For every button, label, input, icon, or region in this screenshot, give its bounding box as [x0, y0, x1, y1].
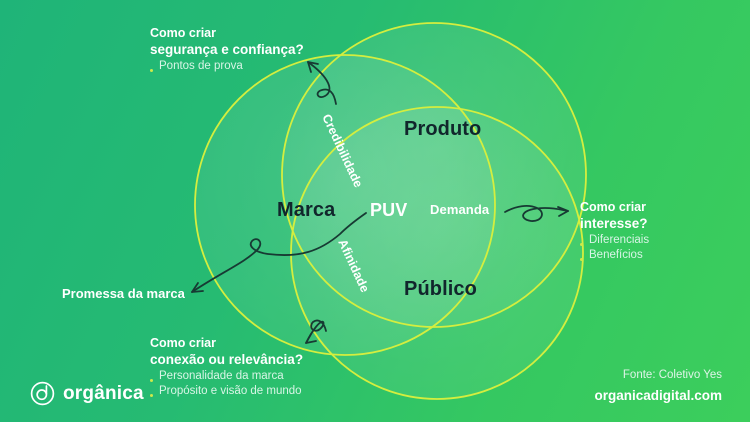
- callout-connection: Como criar conexão ou relevância? Person…: [150, 336, 303, 399]
- list-item: Diferenciais: [580, 233, 649, 248]
- list-item: Personalidade da marca: [150, 369, 303, 384]
- arrow-to-interest-callout: [504, 205, 569, 222]
- list-item: Benefícios: [580, 248, 649, 263]
- callout-interest-line1: Como criar: [580, 200, 646, 214]
- callout-interest-line2: interesse?: [580, 216, 648, 231]
- callout-credibility-list: Pontos de prova: [150, 59, 304, 74]
- callout-credibility-line2: segurança e confiança?: [150, 42, 304, 57]
- callout-connection-line2: conexão ou relevância?: [150, 352, 304, 367]
- arrow-head-promise: [191, 282, 204, 293]
- venn-label-produto: Produto: [404, 118, 482, 140]
- callout-credibility-line1: Como criar: [150, 26, 216, 40]
- arrow-to-credibility-callout: [307, 61, 337, 105]
- arrow-head-connection: [305, 333, 317, 344]
- credit-block: Fonte: Coletivo Yes organicadigital.com: [594, 367, 722, 405]
- callout-credibility: Como criar segurança e confiança? Pontos…: [150, 26, 304, 74]
- promise-label: Promessa da marca: [62, 286, 185, 301]
- callout-connection-line1: Como criar: [150, 336, 216, 350]
- venn-label-marca: Marca: [277, 199, 336, 221]
- organica-circle-d-icon: [30, 381, 55, 406]
- arrow-to-promise-label: [191, 212, 367, 293]
- brand-logo-text: orgânica: [63, 382, 144, 404]
- brand-logo: orgânica: [30, 381, 144, 406]
- callout-interest-list: Diferenciais Benefícios: [580, 233, 649, 263]
- callout-connection-list: Personalidade da marca Propósito e visão…: [150, 369, 303, 399]
- venn-label-publico: Público: [404, 278, 477, 300]
- callout-interest: Como criar interesse? Diferenciais Benef…: [580, 200, 649, 263]
- arrow-to-connection-callout: [305, 319, 327, 344]
- venn-circle-produto: [281, 22, 587, 328]
- arrow-head-credibility: [307, 61, 319, 73]
- arrow-head-interest: [557, 206, 569, 217]
- list-item: Pontos de prova: [150, 59, 304, 74]
- list-item: Propósito e visão de mundo: [150, 384, 303, 399]
- venn-overlap-label-demanda: Demanda: [430, 202, 490, 217]
- credit-source: Fonte: Coletivo Yes: [622, 369, 722, 381]
- venn-label-puv: PUV: [370, 200, 408, 220]
- credit-url: organicadigital.com: [594, 388, 722, 403]
- venn-circle-marca: [194, 54, 496, 356]
- venn-circle-publico-fill: [291, 107, 583, 399]
- venn-circle-publico: [290, 106, 584, 400]
